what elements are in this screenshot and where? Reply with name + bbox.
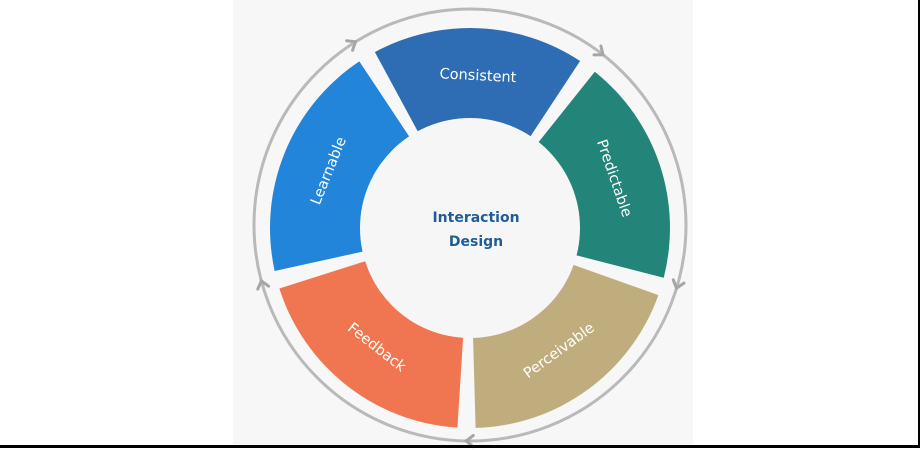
segment-consistent: [374, 28, 581, 152]
outer-cycle-ring: [252, 7, 688, 443]
segment-feedback: [279, 255, 465, 428]
segment-perceivable: [472, 258, 659, 428]
hub-notch: [413, 141, 439, 168]
center-hub: [360, 118, 580, 338]
cycle-arrow-icon: [256, 278, 271, 291]
hub-notch: [509, 146, 536, 174]
cycle-arrow-icon: [592, 44, 605, 57]
center-title-line-1: Interaction: [432, 210, 519, 226]
center-title-line-2: Design: [449, 234, 503, 250]
cycle-arrow-icon: [671, 278, 686, 291]
cycle-arrow-icon: [345, 39, 358, 52]
cycle-arrow-icon: [463, 433, 475, 449]
hub-notch: [455, 301, 479, 322]
hub-notch: [376, 239, 401, 262]
segment-learnable: [270, 61, 420, 271]
segment-label-consistent: Consistent: [439, 66, 517, 86]
hub-notch: [538, 244, 563, 268]
